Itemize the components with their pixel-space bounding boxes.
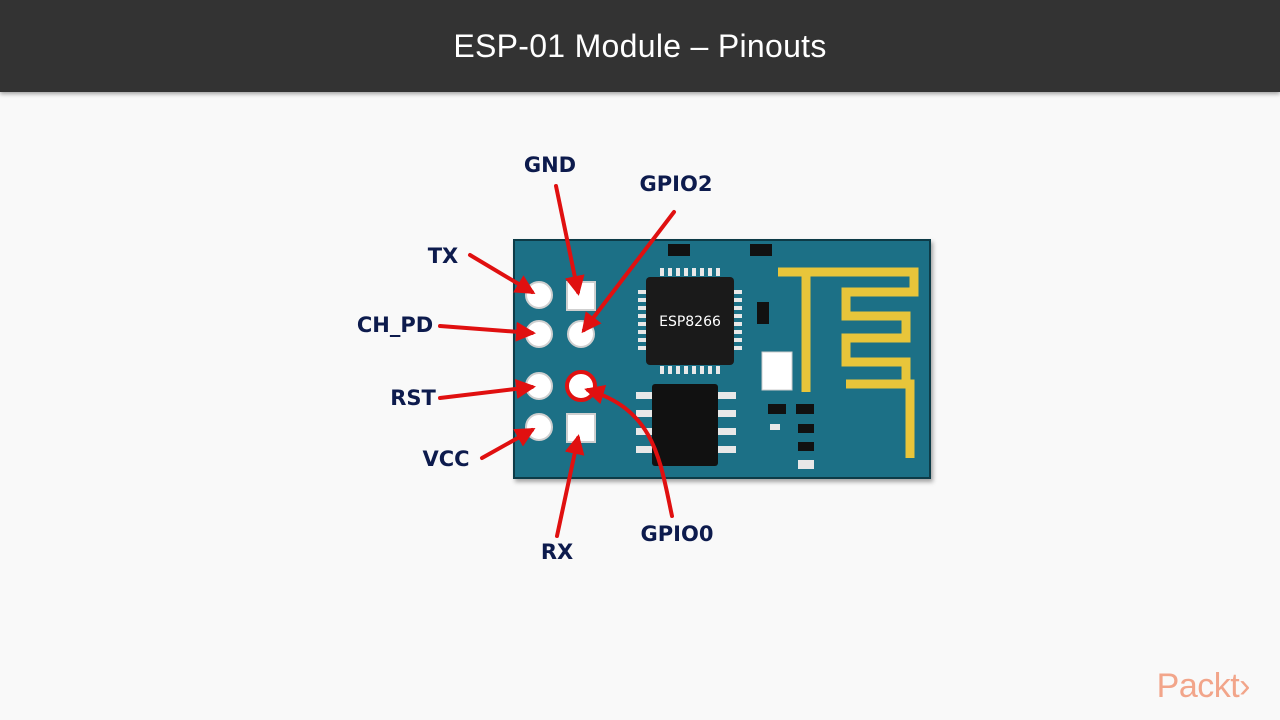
title-bar: ESP-01 Module – Pinouts <box>0 0 1280 92</box>
label-ch-pd: CH_PD <box>357 313 433 337</box>
smd-component <box>750 244 772 256</box>
arrow-gpio0 <box>584 385 674 518</box>
arrow-ch-pd <box>438 321 536 342</box>
pin-gnd <box>566 281 596 311</box>
pcb-antenna <box>778 267 919 458</box>
label-gnd: GND <box>524 153 576 177</box>
arrow-gpio2 <box>581 210 676 334</box>
packt-logo: Packt› <box>1156 667 1251 705</box>
pin-tx <box>525 281 553 309</box>
arrow-gnd <box>554 184 585 296</box>
chip-label: ESP8266 <box>659 314 721 330</box>
label-rst: RST <box>390 386 436 410</box>
smd-components <box>757 302 814 469</box>
label-tx: TX <box>428 244 459 268</box>
label-gpio2: GPIO2 <box>640 172 713 196</box>
pointer-arrows <box>438 184 676 538</box>
pin-vcc <box>525 413 553 441</box>
label-vcc: VCC <box>422 447 469 471</box>
label-gpio0: GPIO0 <box>641 522 714 546</box>
arrow-rst <box>438 378 536 400</box>
label-rx: RX <box>541 540 573 564</box>
arrow-tx <box>468 253 536 295</box>
slide-title: ESP-01 Module – Pinouts <box>453 27 827 64</box>
header-pins <box>525 281 597 443</box>
esp8266-chip: ESP8266 <box>638 268 742 374</box>
smd-component <box>668 244 690 256</box>
pin-labels: GND GPIO2 TX CH_PD RST VCC RX GPIO0 <box>357 153 714 564</box>
arrow-vcc <box>480 428 536 460</box>
arrow-rx <box>555 434 585 538</box>
pin-rx <box>566 413 596 443</box>
pin-gpio0 <box>565 370 597 402</box>
